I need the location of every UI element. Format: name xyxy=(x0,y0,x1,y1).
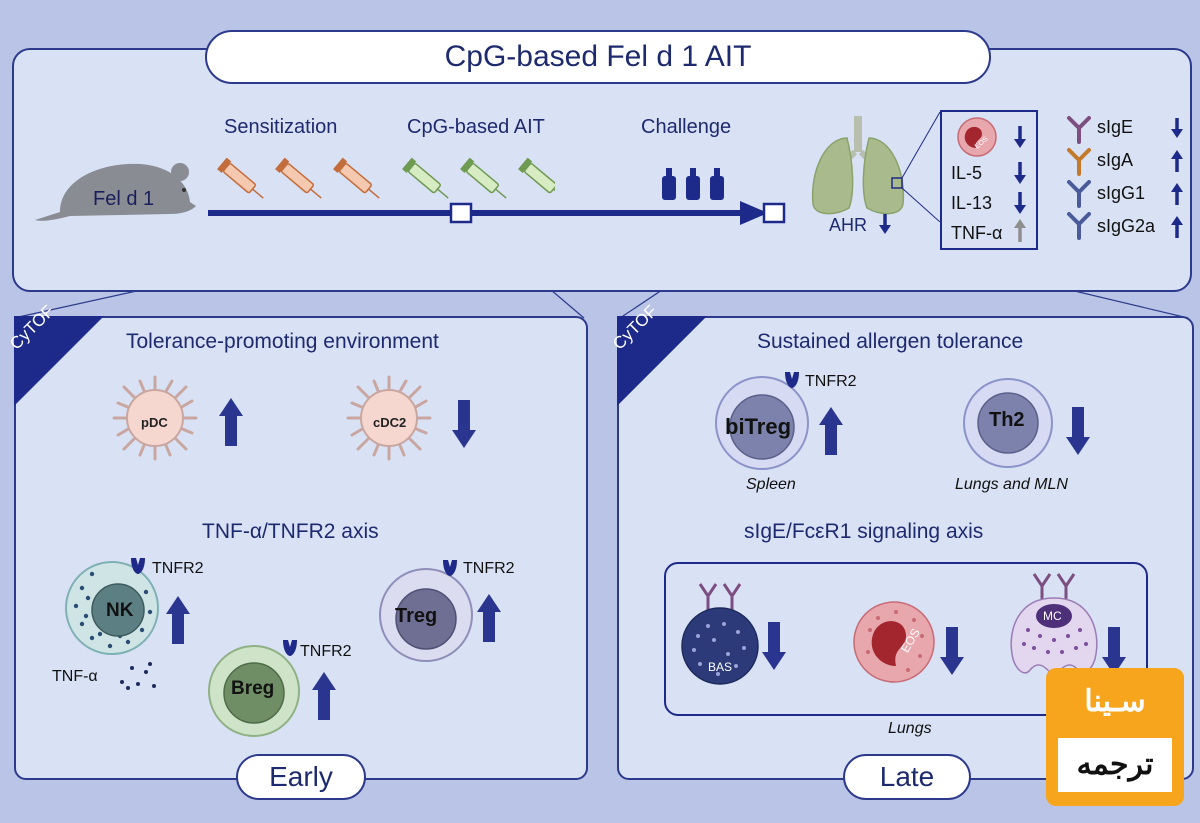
eos-large-cell-icon xyxy=(853,601,935,683)
bitreg-tnfr2-label: TNFR2 xyxy=(805,373,857,390)
breg-label: Breg xyxy=(231,678,275,699)
pdc-label: pDC xyxy=(141,415,168,430)
bitreg-up-arrow-icon xyxy=(819,407,843,455)
sige-down-arrow-icon xyxy=(1171,118,1183,138)
early-heading-1: Tolerance-promoting environment xyxy=(126,330,439,353)
bitreg-receptor-icon xyxy=(785,372,799,388)
eos-down-arrow-icon xyxy=(940,627,964,675)
eos-cell-icon: EOS xyxy=(957,117,997,157)
nk-label: NK xyxy=(106,600,134,621)
late-heading-2: sIgE/FcεR1 signaling axis xyxy=(744,520,984,543)
pdc-cell-icon xyxy=(112,375,198,461)
cdc2-down-arrow-icon xyxy=(452,400,476,448)
breg-up-arrow-icon xyxy=(312,672,336,720)
antibody-sigg1: sIgG1 xyxy=(1097,183,1146,203)
sigg1-up-arrow-icon xyxy=(1171,183,1183,205)
cdc2-cell-icon xyxy=(346,375,432,461)
bitreg-cell-icon xyxy=(715,376,809,470)
breg-cell-icon xyxy=(208,645,300,737)
stage-cpg-ait: CpG-based AIT xyxy=(407,116,545,138)
treg-receptor-icon xyxy=(443,560,457,576)
nk-up-arrow-icon xyxy=(166,596,190,644)
mouse-label: Fel d 1 xyxy=(93,188,155,210)
ahr-down-arrow-icon xyxy=(879,214,891,234)
stage-challenge: Challenge xyxy=(641,116,732,138)
mc-cell-icon xyxy=(1010,573,1098,680)
timeline-arrow xyxy=(208,201,786,225)
antibody-icons xyxy=(1067,116,1091,240)
mouse-icon xyxy=(35,163,196,221)
th2-label: Th2 xyxy=(989,409,1025,431)
spleen-label: Spleen xyxy=(746,476,796,493)
il13-down-arrow-icon xyxy=(1014,192,1026,214)
early-footer: Early xyxy=(236,754,366,800)
antibody-arrows xyxy=(1171,118,1183,238)
il5-down-arrow-icon xyxy=(1014,162,1026,184)
late-footer: Late xyxy=(843,754,971,800)
treg-up-arrow-icon xyxy=(477,594,501,642)
sigg2a-up-arrow-icon xyxy=(1171,216,1183,238)
antibody-siga: sIgA xyxy=(1097,150,1134,170)
watermark-line-2: ترجمه xyxy=(1058,738,1172,792)
treg-cell-icon xyxy=(379,568,473,662)
treg-tnfr2-label: TNFR2 xyxy=(463,560,515,577)
breg-tnfr2-label: TNFR2 xyxy=(300,643,352,660)
watermark-logo: سـينا ترجمه xyxy=(1046,668,1184,806)
treg-label: Treg xyxy=(395,605,438,627)
bas-cell-icon xyxy=(681,583,759,685)
cytokine-tnfa: TNF-α xyxy=(951,223,1003,243)
bottle-icons xyxy=(662,168,724,200)
mc-label: MC xyxy=(1043,609,1062,623)
antibody-sige: sIgE xyxy=(1097,117,1134,137)
th2-cell-icon xyxy=(963,378,1053,468)
early-cytof-badge xyxy=(14,316,104,406)
cytokine-il13: IL-13 xyxy=(951,193,993,213)
siga-up-arrow-icon xyxy=(1171,150,1183,172)
cytokine-il5: IL-5 xyxy=(951,163,983,183)
lungs-mln-label: Lungs and MLN xyxy=(955,476,1068,493)
cdc2-label: cDC2 xyxy=(373,415,407,430)
antibody-sigg2a: sIgG2a xyxy=(1097,216,1156,236)
syringe-icon xyxy=(217,157,555,199)
bitreg-label: biTreg xyxy=(725,414,792,439)
mc-down-arrow-icon xyxy=(1102,627,1126,675)
lung-icon xyxy=(811,112,940,222)
late-heading-1: Sustained allergen tolerance xyxy=(757,330,1024,353)
syringes xyxy=(217,157,555,199)
nk-cell-icon xyxy=(65,561,159,655)
stage-sensitization: Sensitization xyxy=(224,116,338,138)
early-panel xyxy=(14,316,588,780)
tnfa-label: TNF-α xyxy=(52,668,98,685)
page-title: CpG-based Fel d 1 AIT xyxy=(205,30,991,84)
bas-label: BAS xyxy=(708,660,733,674)
bas-down-arrow-icon xyxy=(762,622,786,670)
ahr-label: AHR xyxy=(829,215,868,235)
tnfa-up-arrow-icon xyxy=(1014,219,1026,242)
pdc-up-arrow-icon xyxy=(219,398,243,446)
nk-receptor-icon xyxy=(131,558,145,574)
lungs-label: Lungs xyxy=(888,720,932,737)
early-heading-2: TNF-α/TNFR2 axis xyxy=(202,520,379,543)
watermark-line-1: سـينا xyxy=(1084,685,1146,718)
tnfa-dots xyxy=(120,662,156,690)
th2-down-arrow-icon xyxy=(1066,407,1090,455)
eos-down-arrow-icon xyxy=(1014,126,1026,148)
late-cytof-badge xyxy=(617,316,707,406)
nk-tnfr2-label: TNFR2 xyxy=(152,560,204,577)
breg-receptor-icon xyxy=(283,640,297,656)
